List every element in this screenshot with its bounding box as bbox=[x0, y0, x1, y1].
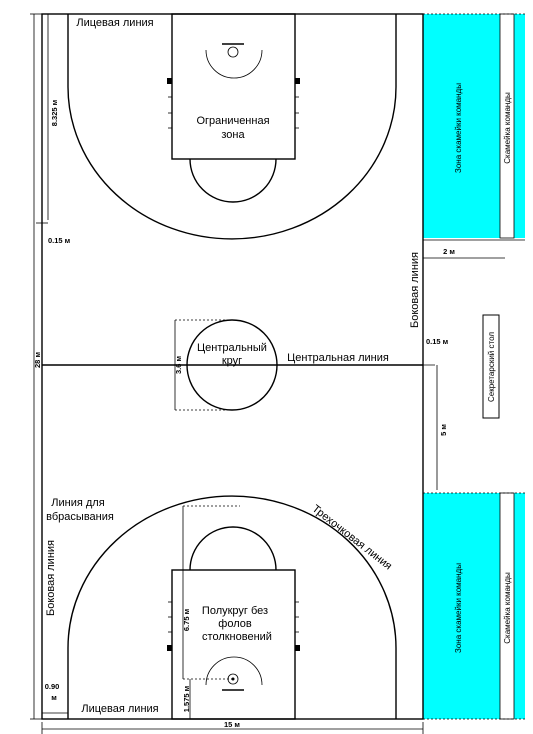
three-point-line-label: Трехочковая линия bbox=[310, 503, 394, 573]
sideline-right-label: Боковая линия bbox=[409, 252, 421, 328]
no-charge-label-2: фолов bbox=[218, 618, 252, 630]
restricted-zone-label-1: Ограниченная bbox=[196, 115, 269, 127]
restricted-zone-top bbox=[171, 13, 296, 160]
no-charge-semicircle-top bbox=[205, 49, 263, 79]
free-throw-circle-top bbox=[189, 158, 277, 203]
dim-length-label: 28 м bbox=[33, 352, 42, 368]
dim-arc-radius-label: 6.75 м bbox=[182, 608, 191, 631]
basket-top bbox=[227, 46, 239, 58]
bench-zone-bottom-label: Зона скамейки команды bbox=[454, 563, 463, 653]
scorer-table-label: Секретарский стол bbox=[487, 332, 496, 402]
sideline-left-label: Боковая линия bbox=[45, 540, 57, 616]
dim-corner-label-2: м bbox=[51, 693, 57, 702]
dim-corner-label-1: 0.90 bbox=[45, 682, 60, 691]
dim-015-center-label: 0.15 м bbox=[426, 337, 449, 346]
restricted-zone-label-2: зона bbox=[221, 129, 245, 141]
throw-in-line-label-1: Линия для bbox=[51, 497, 104, 509]
dim-basket-label: 1.575 м bbox=[182, 685, 191, 712]
center-line-label: Центральная линия bbox=[287, 352, 389, 364]
center-circle-label-2: круг bbox=[222, 355, 242, 367]
throw-in-line-label-2: вбрасывания bbox=[46, 511, 114, 523]
no-charge-label-3: столкновений bbox=[202, 631, 272, 643]
dim-015-top-label: 0.15 м bbox=[48, 236, 71, 245]
three-point-arc-bottom bbox=[67, 495, 397, 719]
three-point-arc-top bbox=[67, 14, 397, 240]
baseline-bottom-label: Лицевая линия bbox=[81, 703, 158, 715]
bench-top-label: Скамейка команды bbox=[503, 92, 512, 164]
dim-width-label: 15 м bbox=[224, 720, 240, 729]
baseline-top-label: Лицевая линия bbox=[76, 17, 153, 29]
center-circle-label-1: Центральный bbox=[197, 342, 267, 354]
bench-zone-top-label: Зона скамейки команды bbox=[454, 83, 463, 173]
bench-bottom-label: Скамейка команды bbox=[503, 572, 512, 644]
dim-bench-label: 2 м bbox=[443, 247, 455, 256]
scorer-table bbox=[482, 314, 500, 419]
no-charge-semicircle-bottom bbox=[205, 656, 263, 686]
restricted-zone-bottom bbox=[171, 569, 296, 720]
dim-circle-label: 3.6 м bbox=[174, 356, 183, 375]
dim-three-point-top-label: 8.325 м bbox=[50, 99, 59, 126]
free-throw-circle-bottom bbox=[189, 526, 277, 571]
dim-table-offset-label: 5 м bbox=[439, 424, 448, 436]
no-charge-label-1: Полукруг без bbox=[202, 605, 268, 617]
